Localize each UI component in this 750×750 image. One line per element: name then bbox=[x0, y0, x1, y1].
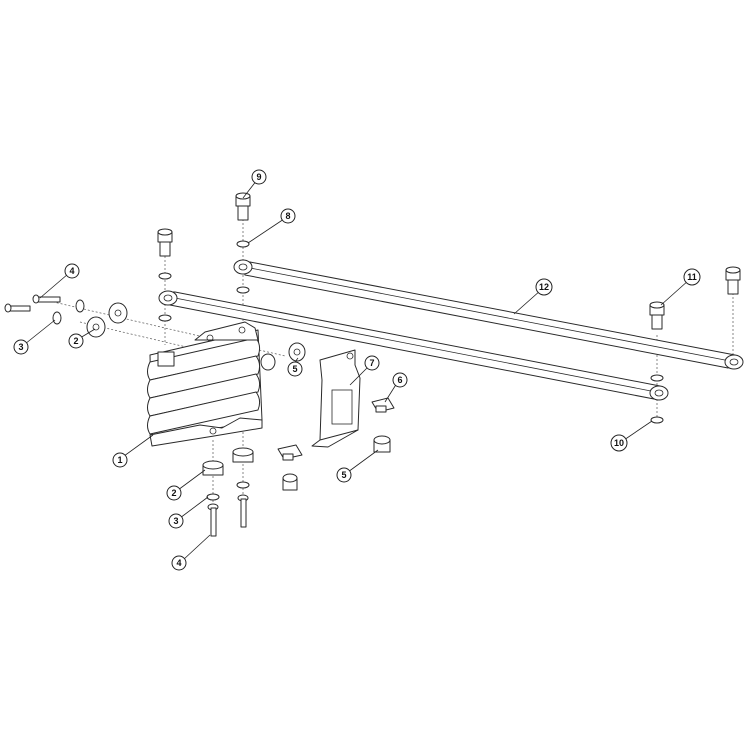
banjo-bolt-9 bbox=[235, 192, 251, 248]
oil-line-upper bbox=[233, 259, 744, 370]
svg-text:6: 6 bbox=[397, 375, 402, 385]
svg-text:12: 12 bbox=[539, 282, 549, 292]
callout-4-bottom: 4 bbox=[171, 555, 187, 571]
screw-lower-b bbox=[237, 494, 249, 528]
svg-text:11: 11 bbox=[687, 272, 697, 282]
callout-1: 1 bbox=[112, 452, 128, 468]
svg-text:3: 3 bbox=[18, 342, 23, 352]
callout-5-left: 5 bbox=[287, 361, 303, 377]
callout-10: 10 bbox=[610, 434, 628, 452]
callout-2-top: 2 bbox=[68, 333, 84, 349]
callout-5-right: 5 bbox=[336, 467, 352, 483]
svg-text:5: 5 bbox=[292, 364, 297, 374]
svg-text:4: 4 bbox=[176, 558, 181, 568]
callout-9: 9 bbox=[251, 169, 267, 185]
screw-lower-a bbox=[207, 503, 219, 537]
svg-text:8: 8 bbox=[285, 211, 290, 221]
leader-lines bbox=[24, 179, 690, 561]
clip-nut-left bbox=[277, 444, 303, 461]
grommet-upper-a bbox=[86, 316, 106, 338]
sealing-washers bbox=[236, 286, 664, 424]
svg-text:7: 7 bbox=[369, 358, 374, 368]
oil-cooler bbox=[147, 321, 263, 447]
svg-text:3: 3 bbox=[173, 516, 178, 526]
svg-text:2: 2 bbox=[73, 336, 78, 346]
spacer-5-right bbox=[373, 435, 391, 453]
svg-text:9: 9 bbox=[256, 172, 261, 182]
screw-upper-b bbox=[32, 294, 61, 304]
svg-text:10: 10 bbox=[614, 438, 624, 448]
banjo-bolt-11 bbox=[649, 301, 665, 382]
banjo-bolt-left bbox=[157, 228, 173, 322]
svg-text:4: 4 bbox=[69, 266, 74, 276]
spacer-5-left bbox=[260, 342, 306, 371]
washer-upper-a bbox=[52, 311, 62, 325]
svg-text:1: 1 bbox=[117, 455, 122, 465]
grommet-upper-b bbox=[108, 302, 128, 324]
svg-text:2: 2 bbox=[171, 488, 176, 498]
washer-upper-b bbox=[75, 299, 85, 313]
grommet-lower-a bbox=[202, 460, 224, 476]
callout-3-bottom: 3 bbox=[168, 513, 184, 529]
callout-8: 8 bbox=[280, 208, 296, 224]
callout-6: 6 bbox=[392, 372, 408, 388]
grommet-lower-b bbox=[232, 447, 254, 463]
callout-12: 12 bbox=[535, 278, 553, 296]
washer-lower bbox=[206, 481, 250, 501]
callout-11: 11 bbox=[683, 268, 701, 286]
clip-nut-6 bbox=[371, 397, 395, 413]
callout-2-bottom: 2 bbox=[166, 485, 182, 501]
callout-7: 7 bbox=[364, 355, 380, 371]
svg-text:5: 5 bbox=[341, 470, 346, 480]
mounting-bracket bbox=[311, 349, 361, 448]
spacer-lower-center bbox=[282, 473, 298, 491]
banjo-bolt-right bbox=[725, 266, 741, 295]
screw-upper-a bbox=[4, 303, 31, 313]
callout-3-top: 3 bbox=[13, 339, 29, 355]
callout-4-top: 4 bbox=[64, 263, 80, 279]
oil-line-lower bbox=[158, 290, 669, 401]
